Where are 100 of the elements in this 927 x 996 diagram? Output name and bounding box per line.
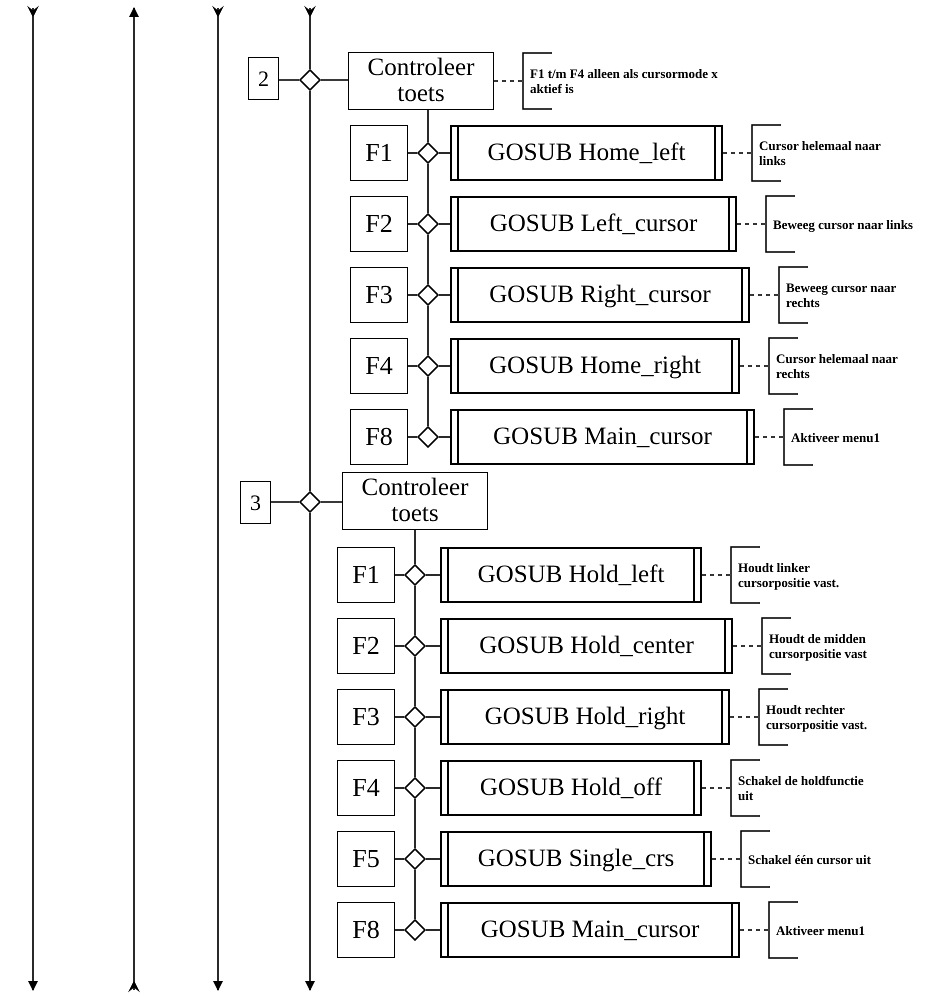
- subroutine-box: GOSUB Hold_right: [440, 689, 730, 745]
- connector-line: [427, 235, 429, 284]
- decision-diamond: [404, 777, 426, 799]
- leader-line: [740, 365, 768, 367]
- decision-diamond: [404, 919, 426, 941]
- connector-line: [408, 365, 417, 367]
- connector-line: [321, 79, 348, 81]
- leader-line: [740, 929, 768, 931]
- subroutine-box: GOSUB Hold_center: [440, 618, 733, 674]
- connector-line: [395, 645, 404, 647]
- annotation-note: Cursor helemaal naar links: [751, 124, 906, 182]
- leader-line: [733, 645, 761, 647]
- leader-line: [702, 574, 730, 576]
- connector-line: [414, 586, 416, 635]
- decision-diamond: [404, 564, 426, 586]
- connector-line: [321, 501, 342, 503]
- leader-line: [494, 80, 522, 82]
- connector-line: [427, 306, 429, 355]
- connector-line: [414, 728, 416, 777]
- connector-line: [279, 79, 299, 81]
- key-box: F4: [337, 760, 395, 816]
- subroutine-box: GOSUB Home_right: [450, 338, 740, 394]
- connector-line: [414, 657, 416, 706]
- decision-diamond: [404, 848, 426, 870]
- annotation-note: Beweeg cursor naar links: [765, 195, 920, 253]
- subroutine-box: GOSUB Hold_left: [440, 547, 702, 603]
- connector-line: [408, 152, 417, 154]
- decision-diamond: [417, 213, 439, 235]
- connector-line: [426, 574, 440, 576]
- process-box: Controleer toets: [348, 52, 494, 110]
- connector-line: [414, 799, 416, 848]
- subroutine-box: GOSUB Single_crs: [440, 831, 712, 887]
- key-box: 2: [248, 57, 279, 100]
- decision-diamond: [417, 355, 439, 377]
- connector-line: [305, 513, 315, 991]
- connector-line: [439, 223, 450, 225]
- connector-line: [439, 365, 450, 367]
- key-box: F2: [350, 196, 408, 252]
- leader-line: [712, 858, 740, 860]
- decision-diamond: [417, 426, 439, 448]
- key-box: F5: [337, 831, 395, 887]
- connector-line: [309, 91, 311, 491]
- connector-line: [395, 787, 404, 789]
- key-box: F4: [350, 338, 408, 394]
- subroutine-box: GOSUB Home_left: [450, 125, 723, 181]
- key-box: F8: [337, 902, 395, 958]
- decision-diamond: [404, 635, 426, 657]
- annotation-note: Houdt rechter cursorpositie vast.: [758, 688, 913, 746]
- connector-line: [427, 164, 429, 213]
- leader-line: [750, 294, 778, 296]
- key-box: 3: [240, 481, 271, 524]
- connector-line: [439, 152, 450, 154]
- annotation-note: Schakel de holdfunctie uit: [730, 759, 885, 817]
- key-box: F3: [337, 689, 395, 745]
- connector-line: [395, 716, 404, 718]
- key-box: F2: [337, 618, 395, 674]
- leader-line: [723, 152, 751, 154]
- decision-diamond: [299, 69, 321, 91]
- decision-diamond: [417, 142, 439, 164]
- connector-line: [408, 294, 417, 296]
- key-box: F1: [337, 547, 395, 603]
- key-box: F1: [350, 125, 408, 181]
- connector-line: [426, 645, 440, 647]
- connector-line: [426, 716, 440, 718]
- subroutine-box: GOSUB Right_cursor: [450, 267, 750, 323]
- connector-line: [408, 436, 417, 438]
- connector-line: [395, 929, 404, 931]
- annotation-note: Schakel één cursor uit: [740, 830, 895, 888]
- connector-line: [395, 858, 404, 860]
- decision-diamond: [417, 284, 439, 306]
- leader-line: [702, 787, 730, 789]
- subroutine-box: GOSUB Hold_off: [440, 760, 702, 816]
- annotation-note: Houdt de midden cursorpositie vast: [761, 617, 916, 675]
- connector-line: [304, 6, 316, 69]
- connector-line: [439, 436, 450, 438]
- annotation-note: Aktiveer menu1: [783, 408, 925, 466]
- connector-line: [426, 929, 440, 931]
- leader-line: [730, 716, 758, 718]
- connector-line: [414, 870, 416, 919]
- connector-line: [426, 787, 440, 789]
- connector-line: [414, 530, 416, 564]
- decision-diamond: [404, 706, 426, 728]
- connector-line: [395, 574, 404, 576]
- leader-line: [737, 223, 765, 225]
- annotation-note: Beweeg cursor naar rechts: [778, 266, 925, 324]
- subroutine-box: GOSUB Main_cursor: [450, 409, 755, 465]
- connector-line: [427, 377, 429, 426]
- process-box: Controleer toets: [342, 472, 488, 530]
- annotation-note: F1 t/m F4 alleen als cursormode x aktief is: [522, 52, 732, 110]
- annotation-note: Cursor helemaal naar rechts: [768, 337, 923, 395]
- connector-line: [427, 110, 429, 142]
- subroutine-box: GOSUB Main_cursor: [440, 902, 740, 958]
- key-box: F3: [350, 267, 408, 323]
- annotation-note: Houdt linker cursorpositie vast.: [730, 546, 885, 604]
- connector-line: [439, 294, 450, 296]
- leader-line: [755, 436, 783, 438]
- subroutine-box: GOSUB Left_cursor: [450, 196, 737, 252]
- key-box: F8: [350, 409, 408, 465]
- connector-line: [271, 501, 299, 503]
- connector-line: [426, 858, 440, 860]
